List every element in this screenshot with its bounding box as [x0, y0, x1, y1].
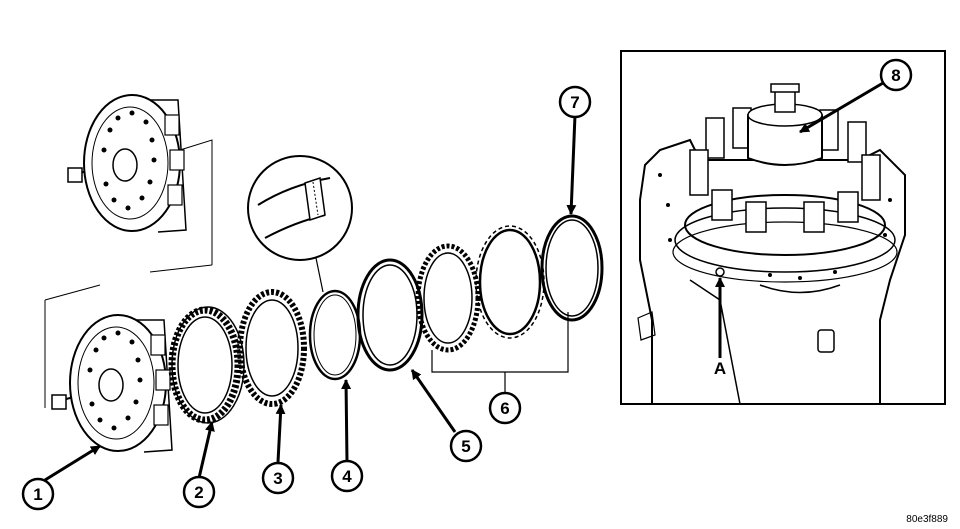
svg-text:6: 6 — [500, 399, 509, 418]
arrow-2 — [197, 421, 215, 479]
arrow-7 — [566, 114, 577, 215]
callout-7: 7 — [558, 85, 592, 119]
assembly-guide-lines — [44, 139, 213, 408]
callout-6: 6 — [488, 391, 522, 425]
callout-3: 3 — [261, 461, 295, 495]
callout-1: 1 — [21, 477, 55, 511]
callout-4: 4 — [330, 459, 364, 493]
arrow-4 — [341, 379, 352, 463]
leader-arrows — [44, 81, 884, 482]
svg-text:2: 2 — [194, 483, 203, 502]
arrow-1 — [44, 444, 101, 482]
lower-clutch-hub — [51, 314, 173, 453]
part-3-disc — [237, 289, 307, 407]
part-4-snap-ring — [308, 289, 362, 381]
callout-2: 2 — [182, 475, 216, 509]
letter-label-a: A — [714, 359, 726, 378]
part-5-plate — [356, 258, 424, 372]
arrow-8 — [799, 81, 884, 134]
figure-code: 80e3f889 — [906, 514, 948, 525]
part-7-snap-ring — [540, 214, 604, 322]
svg-text:5: 5 — [461, 437, 470, 456]
arrow-3 — [275, 404, 286, 463]
callout-5: 5 — [449, 429, 483, 463]
svg-text:4: 4 — [342, 467, 352, 486]
inset-installation-view — [620, 50, 946, 405]
snap-ring-detail-bubble — [247, 155, 353, 293]
svg-text:1: 1 — [33, 485, 42, 504]
arrow-5 — [410, 369, 457, 433]
upper-clutch-hub — [67, 94, 187, 233]
svg-text:8: 8 — [891, 66, 900, 85]
svg-text:7: 7 — [570, 93, 579, 112]
callout-8: 8 — [879, 58, 913, 92]
part-2-ring — [168, 306, 245, 424]
svg-text:3: 3 — [273, 469, 282, 488]
part-6-disc-pack — [415, 225, 569, 373]
